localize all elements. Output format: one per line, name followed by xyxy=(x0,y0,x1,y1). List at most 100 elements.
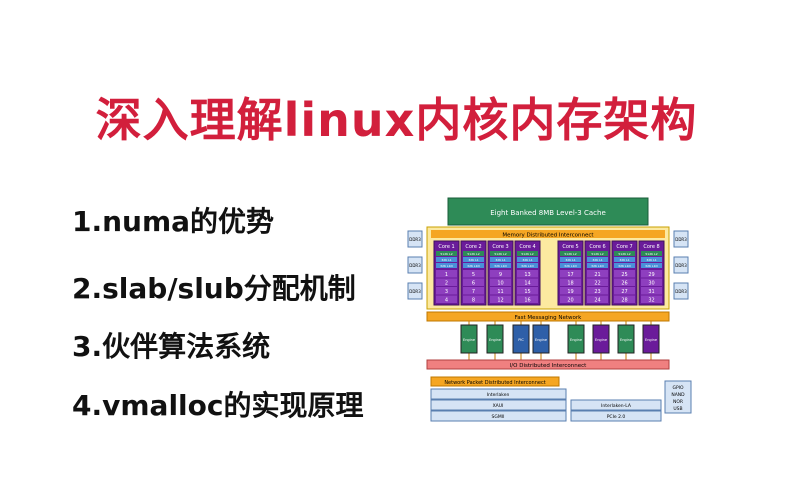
thread-block xyxy=(490,295,511,303)
thread-block xyxy=(436,295,457,303)
cache-block xyxy=(641,251,662,256)
core-label: Core 8 xyxy=(643,244,659,250)
core-label: Core 5 xyxy=(562,244,578,250)
cache-block xyxy=(490,251,511,256)
engine-block xyxy=(532,324,550,354)
core-label: Core 1 xyxy=(438,244,454,250)
thread-block xyxy=(641,295,662,303)
thread-number: 13 xyxy=(524,272,530,278)
thread-number: 31 xyxy=(648,289,654,295)
topic-item-4: 4.vmalloc的实现原理 xyxy=(72,389,364,422)
thread-number: 1 xyxy=(445,272,448,278)
engine-block xyxy=(512,324,530,354)
cache-block xyxy=(517,263,538,268)
core-label: Core 2 xyxy=(465,244,481,250)
ddr-label: DDR3 xyxy=(675,263,687,268)
thread-block xyxy=(517,270,538,278)
engine-block xyxy=(592,324,610,354)
cache-block xyxy=(436,251,457,256)
cache-label: 32K L1 xyxy=(646,258,656,262)
thread-number: 23 xyxy=(594,289,600,295)
thread-number: 15 xyxy=(524,289,530,295)
thread-block xyxy=(463,278,484,286)
ddr-label: DDR3 xyxy=(675,237,687,242)
ddr-block xyxy=(673,282,689,300)
thread-number: 5 xyxy=(472,272,475,278)
cache-block xyxy=(641,257,662,262)
thread-block xyxy=(490,270,511,278)
thread-number: 26 xyxy=(621,281,627,287)
cache-label: 32K L1D xyxy=(645,264,658,268)
cache-label: 32K L1D xyxy=(591,264,604,268)
io-interconnect-bar xyxy=(426,359,670,370)
l3-cache-block xyxy=(447,197,649,226)
ddr-right-group: DDR3 DDR3 DDR3 xyxy=(673,230,689,300)
cache-block xyxy=(641,263,662,268)
cache-block xyxy=(587,257,608,262)
io-interconnect-label: I/O Distributed Interconnect xyxy=(510,363,587,369)
cache-block xyxy=(463,263,484,268)
thread-number: 9 xyxy=(499,272,502,278)
thread-block xyxy=(587,287,608,295)
thread-block xyxy=(463,295,484,303)
thread-block xyxy=(463,270,484,278)
thread-number: 32 xyxy=(648,298,654,304)
cache-label: 512K L2 xyxy=(591,252,603,256)
ddr-block xyxy=(407,256,423,274)
thread-block xyxy=(490,278,511,286)
thread-block xyxy=(587,270,608,278)
thread-block xyxy=(614,270,635,278)
cache-label: 512K L2 xyxy=(618,252,630,256)
usb-label: USB xyxy=(673,406,682,412)
cache-label: 32K L1 xyxy=(592,258,602,262)
thread-number: 30 xyxy=(648,281,654,287)
thread-number: 8 xyxy=(472,298,475,304)
core-label: Core 4 xyxy=(519,244,535,250)
topic-item-3: 3.伙伴算法系统 xyxy=(72,330,271,363)
cache-block xyxy=(614,251,635,256)
thread-number: 20 xyxy=(567,298,573,304)
engine-label: Engine xyxy=(595,338,607,342)
cache-label: 32K L1D xyxy=(618,264,631,268)
cache-block xyxy=(587,251,608,256)
processor-architecture-diagram: Eight Banked 8MB Level-3 Cache Memory Di… xyxy=(407,197,692,422)
page-title: 深入理解linux内核内存架构 xyxy=(95,93,698,147)
cache-label: 32K L1 xyxy=(619,258,629,262)
thread-block xyxy=(587,278,608,286)
thread-number: 6 xyxy=(472,281,475,287)
cache-block xyxy=(517,251,538,256)
cache-label: 32K L1 xyxy=(441,258,451,262)
cache-label: 512K L2 xyxy=(467,252,479,256)
sgmii-label: SGMII xyxy=(492,414,505,420)
thread-block xyxy=(517,287,538,295)
thread-number: 29 xyxy=(648,272,654,278)
pcie-block xyxy=(570,410,662,422)
ddr-left-group: DDR3 DDR3 DDR3 xyxy=(407,230,423,300)
cache-label: 512K L2 xyxy=(564,252,576,256)
thread-block xyxy=(587,295,608,303)
interlaken-la-block xyxy=(570,399,662,411)
cache-block xyxy=(587,263,608,268)
messaging-network-bar xyxy=(426,311,670,322)
thread-number: 11 xyxy=(497,289,503,295)
gpio-block xyxy=(664,380,692,414)
cache-label: 32K L1 xyxy=(522,258,532,262)
nand-label: NAND xyxy=(671,392,685,398)
thread-number: 25 xyxy=(621,272,627,278)
messaging-network-label: Fast Messaging Network xyxy=(515,315,583,321)
thread-block xyxy=(614,278,635,286)
engine-label: Engine xyxy=(489,338,501,342)
core-label: Core 6 xyxy=(589,244,605,250)
network-interconnect-bar xyxy=(430,376,560,387)
engine-label: Engine xyxy=(463,338,475,342)
interlaken-label: Interlaken xyxy=(487,392,510,398)
ddr-label: DDR3 xyxy=(675,289,687,294)
engine-block xyxy=(460,324,478,354)
ddr-label: DDR3 xyxy=(409,237,421,242)
thread-number: 21 xyxy=(594,272,600,278)
cache-block xyxy=(490,263,511,268)
ddr-block xyxy=(673,230,689,248)
thread-block xyxy=(517,278,538,286)
ddr-label: DDR3 xyxy=(409,289,421,294)
cache-block xyxy=(463,251,484,256)
